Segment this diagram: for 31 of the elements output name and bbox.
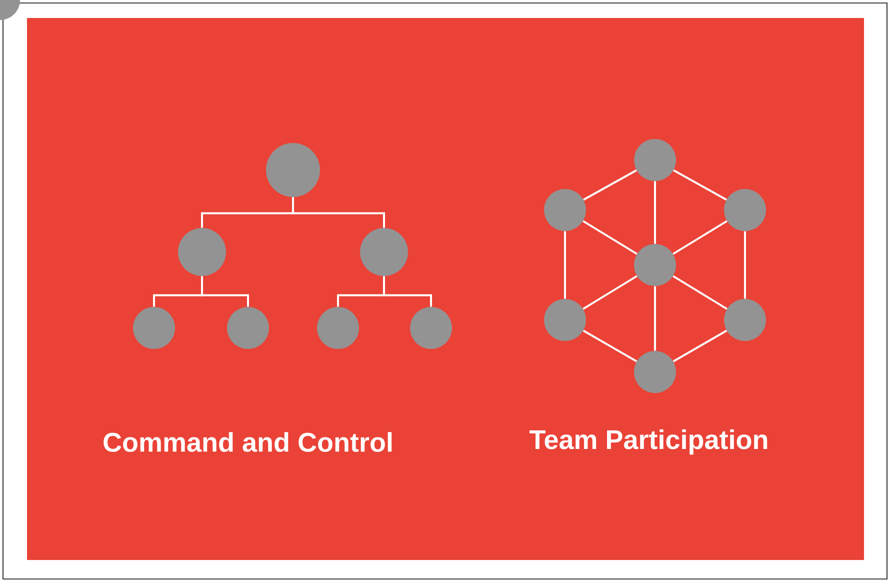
connector-line xyxy=(672,275,728,310)
circle-node xyxy=(544,189,586,231)
connector-line xyxy=(582,330,638,362)
circle-node xyxy=(410,307,452,349)
circle-node xyxy=(317,307,359,349)
connector-line xyxy=(582,275,638,310)
connector-line xyxy=(582,220,638,255)
circle-node xyxy=(724,189,766,231)
caption-label: Command and Control xyxy=(104,432,392,452)
connector-line xyxy=(654,286,656,351)
circle-node xyxy=(266,143,320,197)
circle-node xyxy=(544,299,586,341)
circle-node xyxy=(360,228,408,276)
connector-line xyxy=(564,231,566,299)
connector-line xyxy=(383,276,432,307)
circle-node xyxy=(227,307,269,349)
circle-node xyxy=(634,244,676,286)
connector-line xyxy=(673,169,727,201)
connector-line xyxy=(672,330,728,362)
connector-line xyxy=(583,169,637,201)
circle-node xyxy=(634,139,676,181)
connector-line xyxy=(654,181,656,244)
circle-node xyxy=(724,299,766,341)
circle-node xyxy=(178,228,226,276)
connector-line xyxy=(292,197,385,228)
connector-line xyxy=(744,231,746,299)
connector-line xyxy=(201,276,249,307)
circle-node xyxy=(133,307,175,349)
circle-node xyxy=(634,351,676,393)
caption-label: Team Participation xyxy=(530,429,768,455)
connector-line xyxy=(672,220,728,255)
